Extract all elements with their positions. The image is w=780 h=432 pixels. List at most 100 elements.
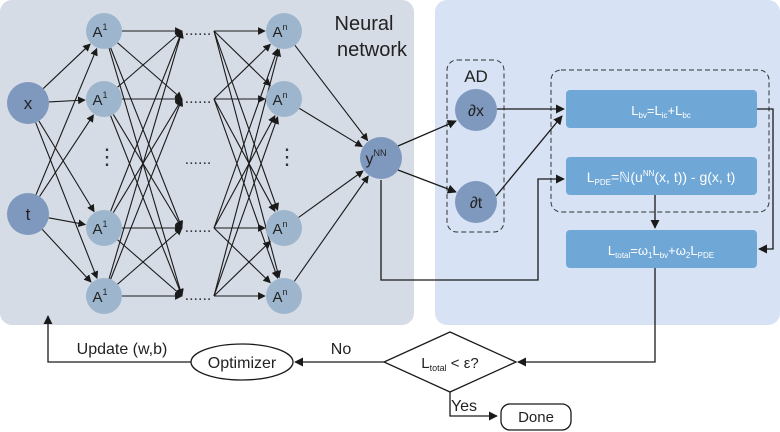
ad-title: AD [464,67,488,86]
neuron-sup: 1 [103,22,108,32]
label-no: No [331,341,352,358]
edge-hidden-fanin [213,30,271,87]
done-node [500,403,572,431]
loss-total-box [566,230,757,268]
edge-input-to-hidden [35,122,99,280]
label-update: Update (w,b) [77,341,168,358]
edge-hidden-to-output [298,170,364,218]
neuron-label: A [272,24,282,41]
label-yes: Yes [451,398,477,415]
neuron [266,278,302,314]
edge-input-to-hidden [35,47,98,195]
edge-input-to-hidden [38,120,95,213]
svg-text:A1: A1 [92,219,107,238]
neural-title-line1: Neural [335,13,394,35]
loss-dashed-box [550,69,770,213]
horizontal-ellipsis: ...... [185,151,212,168]
horizontal-ellipsis: ...... [185,22,212,39]
last-hidden-layer: An An ⋮ An An [266,13,302,314]
vertical-ellipsis: ⋮ [96,144,118,169]
horizontal-ellipsis: ...... [185,219,212,236]
neuron-label: A [272,289,282,306]
edge-hidden-fanin [213,116,279,297]
edge-hidden-fanin [213,43,271,100]
edge-input-to-hidden [39,114,94,197]
neuron-sup: n [283,219,288,229]
svg-text:yNN: yNN [366,148,387,168]
arrow-optimizer-update [43,315,191,363]
svg-text:A1: A1 [92,287,107,306]
svg-text:A1: A1 [92,90,107,109]
neural-title-line2: network [337,39,408,61]
output-sup: NN [374,148,387,158]
ad-node-dx [455,89,497,131]
neuron-sup: n [283,287,288,297]
svg-text:An: An [272,287,287,306]
arrow-dt-to-lbv [495,115,563,197]
horizontal-ellipsis: ...... [185,90,212,107]
arrow-decision-to-done [449,392,498,421]
network-edges [35,27,369,300]
output-label: y [366,151,374,168]
svg-text:An: An [272,90,287,109]
vertical-ellipsis: ⋮ [276,144,298,169]
edge-hidden-fanin [213,227,271,284]
output-node [360,137,402,179]
edge-input-to-hidden [48,96,86,105]
loss-total-text: Ltotal=ω1Lbv+ω2LPDE [608,243,714,260]
arrow-lbv-to-ltotal [757,108,774,254]
edge-hidden-fanout [108,30,184,279]
edge-hidden-fanout [110,98,184,280]
arrow-y-to-dt [397,169,457,194]
neuron-sup: 1 [103,287,108,297]
edge-hidden-fanout [112,98,183,213]
decision-text: Ltotal < ε? [421,355,478,373]
hidden-layer-ellipsis-group: .............................. [185,22,212,304]
edge-hidden-to-output [294,44,369,142]
first-hidden-layer: A1 A1 ⋮ A1 A1 [86,13,122,314]
arrow-ltotal-to-decision [517,268,656,367]
neuron-sup: n [283,22,288,32]
neuron-label: A [272,221,282,238]
arrow-y-to-dx [397,120,457,147]
arrow-y-to-lpde [380,174,565,281]
neuron [266,13,302,49]
neuron [266,210,302,246]
ad-node-dx-label: ∂x [468,103,484,120]
input-label-t: t [26,205,31,224]
ad-box [446,59,505,233]
edge-input-to-hidden [48,217,87,228]
edge-hidden-fanin [213,30,279,211]
horizontal-ellipsis: ...... [185,287,212,304]
edge-input-to-hidden [41,229,92,283]
loss-bv-box [566,90,757,128]
neuron-sup: n [283,90,288,100]
edge-hidden-to-output [293,175,369,282]
svg-text:A1: A1 [92,22,107,41]
svg-text:An: An [272,22,287,41]
neuron-label: A [92,289,102,306]
edge-input-to-hidden [42,43,91,89]
loss-bv-text: Lbv=Lic+Lbc [631,103,691,120]
ad-node-dt [455,181,497,223]
neuron-sup: 1 [103,90,108,100]
neuron [86,210,122,246]
edge-hidden-fanout [110,47,184,229]
edge-hidden-fanout [117,239,183,297]
input-node-t [7,193,49,235]
edge-hidden-fanout [112,114,183,229]
done-label: Done [518,409,554,426]
neuron-label: A [92,221,102,238]
input-node-x [7,82,49,124]
neuron-label: A [92,92,102,109]
edge-hidden-to-output [299,107,363,148]
edge-hidden-fanin [213,240,271,297]
neuron [266,81,302,117]
edge-hidden-fanin [213,98,276,212]
edge-hidden-fanin [213,115,276,229]
neuron-label: A [92,24,102,41]
edge-hidden-fanout [117,227,183,285]
neuron-label: A [272,92,282,109]
